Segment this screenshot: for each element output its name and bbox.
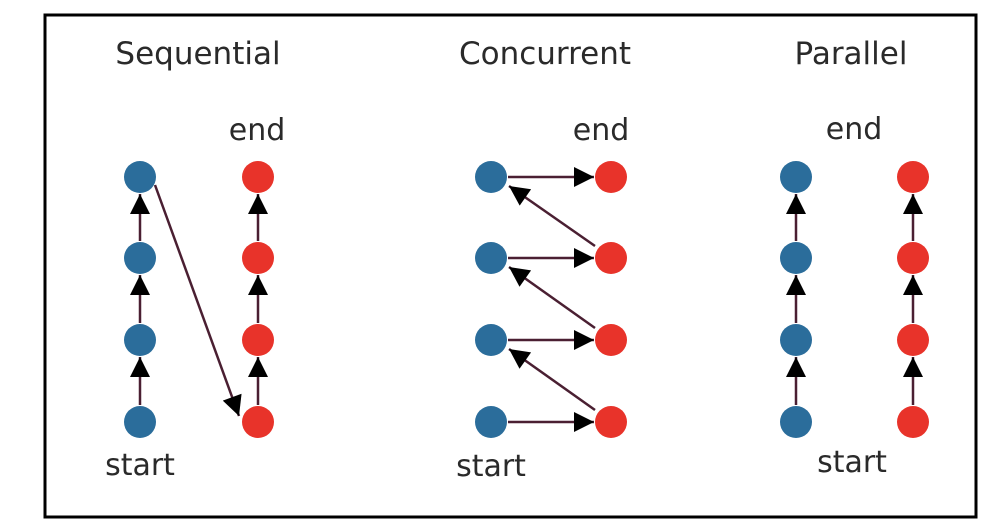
task-node-blue: [780, 161, 812, 193]
task-node-red: [897, 242, 929, 274]
concurrent-arrows: [508, 167, 596, 432]
arrow: [153, 184, 242, 417]
task-node-red: [242, 324, 274, 356]
end-label: end: [826, 112, 883, 147]
task-node-red: [595, 161, 627, 193]
task-node-blue: [780, 324, 812, 356]
task-node-blue: [475, 161, 507, 193]
sequential-arrows: [130, 184, 268, 417]
task-node-blue: [124, 161, 156, 193]
task-node-blue: [780, 406, 812, 438]
parallel-nodes: [780, 161, 929, 438]
start-label: start: [105, 448, 175, 483]
panel-title: Parallel: [795, 36, 908, 72]
task-node-blue: [124, 406, 156, 438]
diagram-border: [43, 13, 978, 519]
panel-title: Sequential: [115, 36, 280, 72]
concurrent-nodes: [475, 161, 627, 438]
arrow: [508, 347, 596, 412]
task-node-red: [595, 242, 627, 274]
task-node-blue: [124, 242, 156, 274]
end-label: end: [229, 113, 286, 148]
end-label: end: [573, 113, 630, 148]
sequential-nodes: [124, 161, 274, 438]
panel-concurrent: Concurrent end start: [456, 36, 631, 484]
start-label: start: [456, 449, 526, 484]
task-node-red: [595, 406, 627, 438]
task-node-blue: [780, 242, 812, 274]
arrow: [508, 184, 596, 248]
task-node-blue: [475, 242, 507, 274]
task-node-red: [897, 406, 929, 438]
panel-title: Concurrent: [459, 36, 631, 72]
task-node-red: [897, 324, 929, 356]
task-node-red: [897, 161, 929, 193]
parallel-arrows: [786, 194, 923, 405]
task-node-blue: [124, 324, 156, 356]
task-node-red: [242, 406, 274, 438]
task-node-red: [595, 324, 627, 356]
task-node-red: [242, 242, 274, 274]
task-node-blue: [475, 406, 507, 438]
task-node-red: [242, 161, 274, 193]
panel-sequential: Sequential end start: [105, 36, 285, 483]
start-label: start: [817, 445, 887, 480]
task-node-blue: [475, 324, 507, 356]
panel-parallel: Parallel end start: [780, 36, 929, 480]
arrow: [508, 265, 596, 330]
